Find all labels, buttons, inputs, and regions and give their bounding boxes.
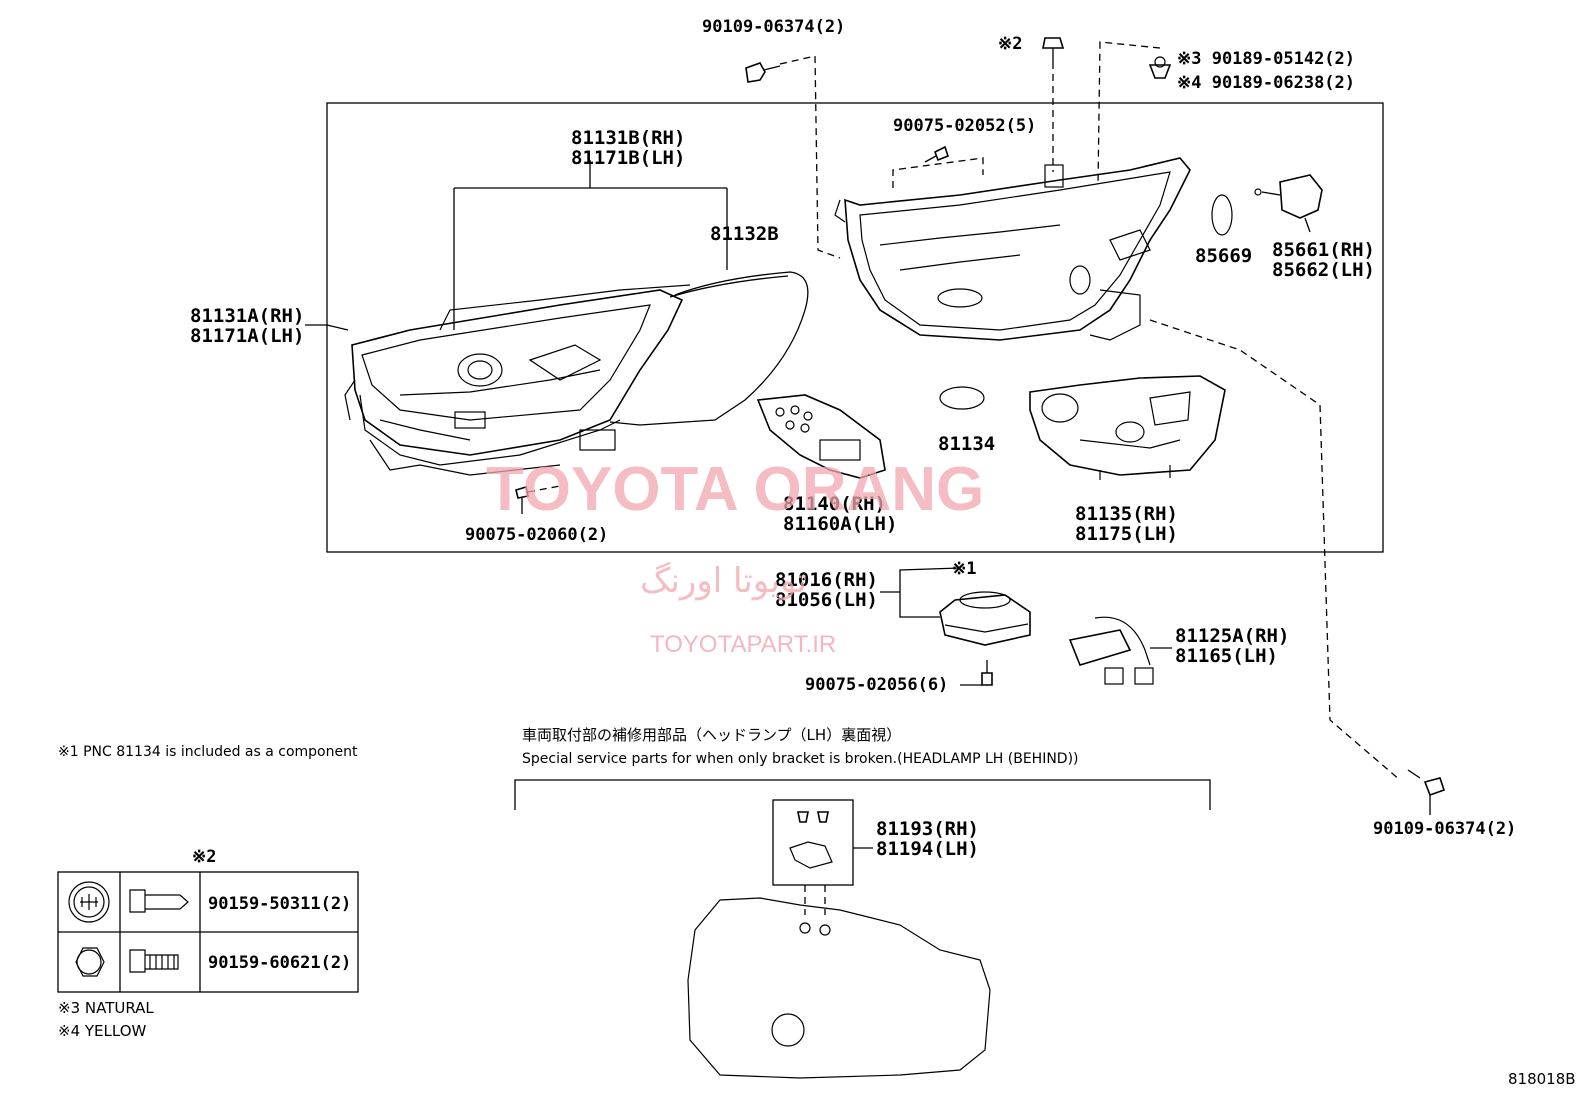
- label-special-en: Special service parts for when only brac…: [522, 751, 1079, 767]
- label-note1-mark: ※1: [952, 559, 976, 579]
- assy-leader: [305, 324, 349, 331]
- note1-text: ※1 PNC 81134 is included as a component: [58, 744, 358, 760]
- screw-icon: [924, 145, 949, 163]
- label-computer-lh: 81056(LH): [775, 589, 878, 611]
- label-special-jp: 車両取付部の補修用部品（ヘッドランプ（LH）裏面視）: [522, 726, 901, 744]
- label-actuator-lh: 85662(LH): [1272, 259, 1375, 281]
- label-screw-left: 90075-02060(2): [465, 525, 608, 545]
- table-row2-part: 90159-60621(2): [208, 953, 351, 973]
- label-harness-rh: 81125A(RH): [1175, 625, 1289, 647]
- main-assembly-frame: [326, 102, 1384, 553]
- phillips-head-icon: [68, 881, 110, 923]
- screw-group-dashed: [892, 157, 984, 188]
- label-bracket-lh: 81160A(LH): [783, 513, 897, 535]
- label-bolt-right: 90109-06374(2): [1373, 819, 1516, 839]
- label-wire: 81132B: [710, 223, 779, 245]
- repair-kit-box: [772, 799, 854, 886]
- bolt-icon: [1042, 37, 1065, 62]
- label-bracket-rh: 81140(RH): [783, 493, 886, 515]
- label-repair-lh: 81194(LH): [876, 838, 979, 860]
- gasket-ring: [1211, 194, 1233, 236]
- label-computer-rh: 81016(RH): [775, 569, 878, 591]
- label-repair-rh: 81193(RH): [876, 818, 979, 840]
- watermark-site: TOYOTAPART.IR: [650, 631, 836, 658]
- note4-text: ※4 YELLOW: [58, 1022, 147, 1040]
- label-screw-computer: 90075-02056(6): [805, 675, 948, 695]
- bracket-drawing: [756, 394, 886, 479]
- vehicle-body-outline: [687, 897, 991, 1079]
- watermark-main: TOYOTA ORANG: [486, 455, 984, 524]
- clip-icon: [1148, 56, 1172, 79]
- bolt-dashed-leader: [779, 55, 841, 259]
- note3-text: ※3 NATURAL: [58, 999, 154, 1017]
- bolt-icon: [745, 62, 781, 83]
- screw-icon: [789, 811, 833, 869]
- label-harness-lh: 81165(LH): [1175, 645, 1278, 667]
- socket-harness-drawing: [1068, 616, 1154, 685]
- label-bolt-top-left: 90109-06374(2): [702, 17, 845, 37]
- gasket-81134: [939, 386, 985, 410]
- table-note-mark: ※2: [192, 847, 216, 867]
- label-unit-rh: 81135(RH): [1075, 503, 1178, 525]
- label-clip-note4: ※4 90189-06238(2): [1177, 73, 1355, 93]
- projector-unit-drawing: [1029, 375, 1226, 480]
- headlamp-lens-drawing: [344, 284, 691, 476]
- screw-icon: [981, 660, 993, 686]
- label-unit-lh: 81175(LH): [1075, 523, 1178, 545]
- label-assy-rh: 81131A(RH): [190, 305, 304, 327]
- special-service-bracket: [514, 779, 1211, 810]
- clip-dashed: [1097, 41, 1161, 186]
- label-lens-lh: 81171B(LH): [571, 147, 685, 169]
- leveling-actuator-drawing: [1254, 174, 1323, 233]
- lens-leader: [453, 160, 728, 330]
- label-screw-top: 90075-02052(5): [893, 116, 1036, 136]
- label-ring: 81134: [938, 433, 995, 455]
- hex-head-icon: [75, 947, 105, 977]
- watermark-persian: تویوتا اورنگ: [640, 561, 807, 601]
- bolt-type-table: [57, 871, 359, 993]
- label-actuator-rh: 85661(RH): [1272, 239, 1375, 261]
- table-row1-part: 90159-50311(2): [208, 894, 351, 914]
- label-assy-lh: 81171A(LH): [190, 325, 304, 347]
- right-dashed-leader: [1149, 319, 1401, 781]
- label-clip-note3: ※3 90189-05142(2): [1177, 49, 1355, 69]
- figure-code: 818018B: [1508, 1070, 1576, 1088]
- label-gasket: 85669: [1195, 245, 1252, 267]
- ballast-computer-drawing: [939, 591, 1031, 646]
- wire-harness-line: [609, 271, 809, 426]
- label-lens-rh: 81131B(RH): [571, 127, 685, 149]
- computer-leader: [880, 567, 961, 618]
- bolt-icon: [1407, 769, 1446, 797]
- label-note2-top: ※2: [998, 34, 1022, 54]
- screw-icon: [515, 485, 529, 499]
- headlamp-housing-drawing: [834, 157, 1191, 341]
